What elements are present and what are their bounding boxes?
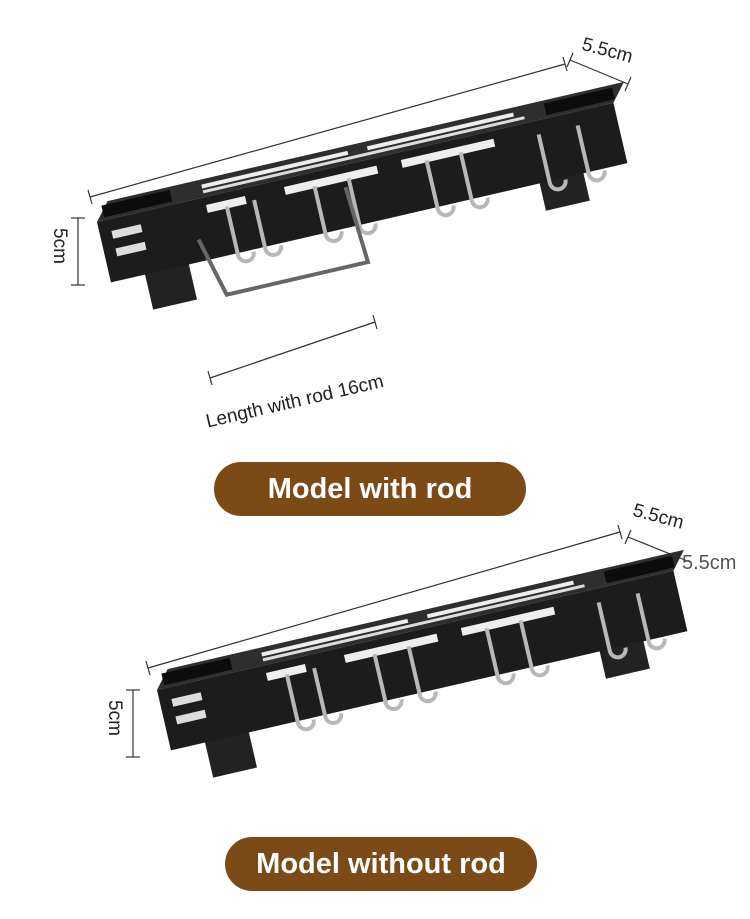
dimension-lines	[71, 52, 691, 758]
model-without-rod-badge: Model without rod	[225, 837, 537, 891]
height-label-bottom: 5cm	[104, 700, 125, 736]
depth-label-bottom-overlay: 5.5cm	[682, 552, 737, 574]
model-with-rod-badge: Model with rod	[214, 462, 526, 516]
height-label-top: 5cm	[49, 228, 70, 264]
rack-with-rod	[97, 81, 628, 310]
rack-without-rod	[157, 549, 688, 778]
hooks	[224, 124, 607, 264]
hooks	[284, 592, 667, 732]
rod	[196, 186, 371, 297]
